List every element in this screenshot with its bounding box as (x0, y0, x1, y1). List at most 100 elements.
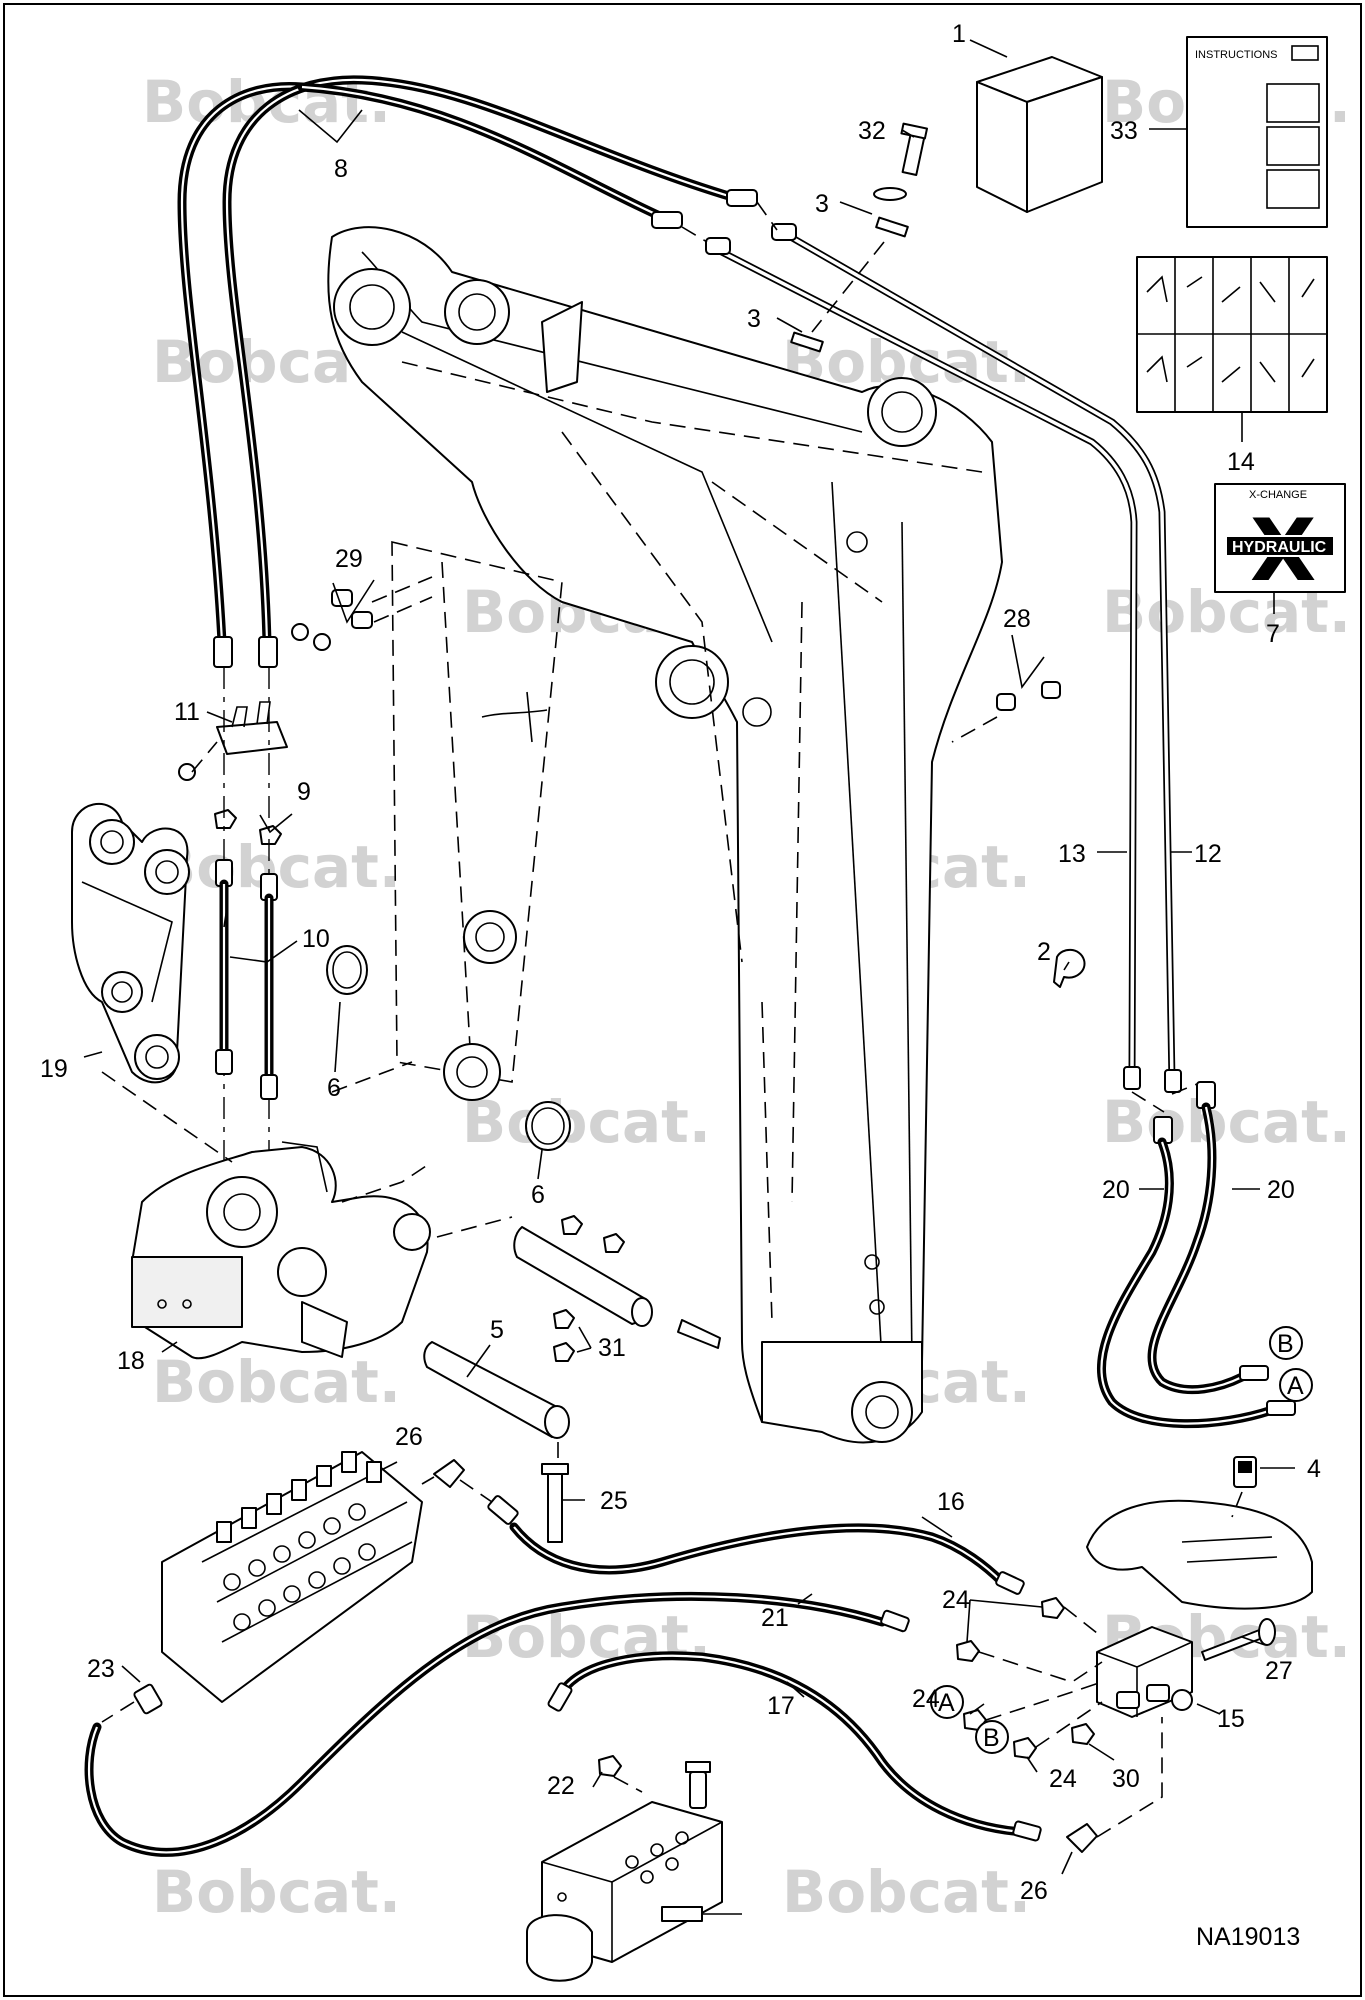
link-19 (71, 803, 190, 1084)
hydraulic-decal-7: X-CHANGE X HYDRAULIC (1214, 483, 1346, 601)
callout-7: 7 (1266, 620, 1280, 648)
auxiliary-valve (526, 1761, 742, 1982)
pin-5 (423, 1341, 570, 1439)
callout-27: 27 (1265, 1657, 1293, 1685)
callout-24: 24 (1049, 1765, 1077, 1793)
callout-3: 3 (815, 190, 829, 218)
tube-12 (780, 228, 1176, 1083)
port-a-label: A (1287, 1372, 1304, 1400)
callout-8: 8 (334, 155, 348, 183)
nut-30 (1071, 1723, 1095, 1745)
hose-8-end-fitting (258, 636, 278, 668)
connection-dash (1096, 1717, 1163, 1838)
callout-24: 24 (912, 1685, 940, 1713)
connection-dash (1231, 1491, 1243, 1518)
port-a-marker (1279, 1368, 1313, 1402)
diagram-frame: Bobcat. Bobcat. Bobcat. Bobcat. Bobcat. … (3, 3, 1362, 1997)
connection-dash (331, 1061, 413, 1093)
nut-31 (553, 1309, 575, 1329)
connection-dash (1035, 1701, 1103, 1748)
nut-9 (259, 825, 282, 845)
coupler-18 (131, 1141, 431, 1360)
plate-3 (790, 187, 909, 353)
watermark: Bobcat. (1102, 1088, 1351, 1156)
hose-17 (547, 1651, 1042, 1842)
hose-8-end-fitting (726, 189, 758, 207)
callout-1: 1 (952, 20, 966, 48)
cylinder-panel (391, 540, 563, 1101)
tube-13 (710, 243, 1138, 1073)
watermark: Bobcat. (152, 1858, 401, 1926)
connection-dash (436, 1216, 513, 1238)
hose-20 (1097, 1081, 1296, 1429)
hose-8 (177, 75, 737, 647)
connection-dash (756, 201, 778, 231)
instructions-label: INSTRUCTIONS (1195, 49, 1278, 61)
callout-31: 31 (598, 1334, 626, 1362)
fitting-26 (1066, 1823, 1098, 1853)
callout-2: 2 (1037, 938, 1051, 966)
exploded-parts-diagram: Bobcat. Bobcat. Bobcat. Bobcat. Bobcat. … (40, 20, 1351, 1982)
watermark: Bobcat. (152, 1348, 401, 1416)
hose-16 (459, 1479, 1025, 1595)
callout-22: 22 (547, 1772, 575, 1800)
callout-11: 11 (174, 698, 200, 726)
port-a-label: A (938, 1689, 955, 1717)
callout-10: 10 (302, 925, 330, 953)
port-b-label: B (1277, 1330, 1294, 1358)
callout-26: 26 (395, 1423, 423, 1451)
callout-14: 14 (1227, 448, 1255, 476)
fitting-22 (598, 1755, 622, 1777)
hose-8-end-fitting (213, 636, 233, 668)
callout-13: 13 (1058, 840, 1086, 868)
tube-13-fitting (1123, 1066, 1141, 1090)
watermark: Bobcat. (462, 1603, 711, 1671)
nut-9 (214, 809, 237, 829)
drawing-code: NA19013 (1196, 1923, 1300, 1951)
o-ring-6-inner (332, 951, 362, 989)
hose-21 (84, 1591, 910, 1857)
fitting-26 (433, 1459, 465, 1488)
connection-dash (1063, 1606, 1103, 1638)
connection-dash (811, 241, 885, 333)
callout-25: 25 (600, 1487, 628, 1515)
hose-8-end-fitting (651, 211, 683, 229)
callout-16: 16 (937, 1488, 965, 1516)
hose-10 (215, 859, 278, 1100)
callout-20: 20 (1102, 1176, 1130, 1204)
port-b-marker (975, 1720, 1009, 1754)
callout-5: 5 (490, 1316, 504, 1344)
callout-9: 9 (297, 778, 311, 806)
callout-21: 21 (761, 1604, 789, 1632)
bolt-25 (541, 1463, 569, 1543)
leader-lines (83, 39, 1295, 1875)
instructions-sheet-33: INSTRUCTIONS (1186, 36, 1328, 228)
callout-15: 15 (1217, 1705, 1245, 1733)
callout-19: 19 (40, 1055, 68, 1083)
port-a-marker (930, 1685, 964, 1719)
callout-29: 29 (335, 545, 363, 573)
callout-18: 18 (117, 1347, 145, 1375)
connection-dash (978, 1651, 1103, 1683)
o-ring-6-inner (531, 1107, 565, 1145)
connection-dash (101, 1071, 233, 1163)
fitting-23 (133, 1683, 163, 1715)
bolt-27 (1201, 1618, 1276, 1661)
connection-dash (341, 1161, 433, 1203)
switch-4 (1233, 1456, 1257, 1488)
connection-dash (681, 226, 708, 243)
pin-upper (513, 1226, 721, 1349)
watermark: Bobcat. (782, 1858, 1031, 1926)
callout-6: 6 (531, 1181, 545, 1209)
callout-32: 32 (858, 117, 886, 145)
callout-33: 33 (1110, 117, 1138, 145)
callout-12: 12 (1194, 840, 1222, 868)
fitting-24 (956, 1597, 1065, 1759)
tube-12-upper-fitting (771, 223, 797, 241)
decal-sheet-14 (1136, 256, 1328, 413)
switch-panel (1086, 1499, 1313, 1610)
callout-4: 4 (1307, 1455, 1321, 1483)
tube-12-fitting (1164, 1069, 1182, 1093)
connection-dash (985, 1681, 1103, 1721)
control-valve (161, 1451, 423, 1703)
